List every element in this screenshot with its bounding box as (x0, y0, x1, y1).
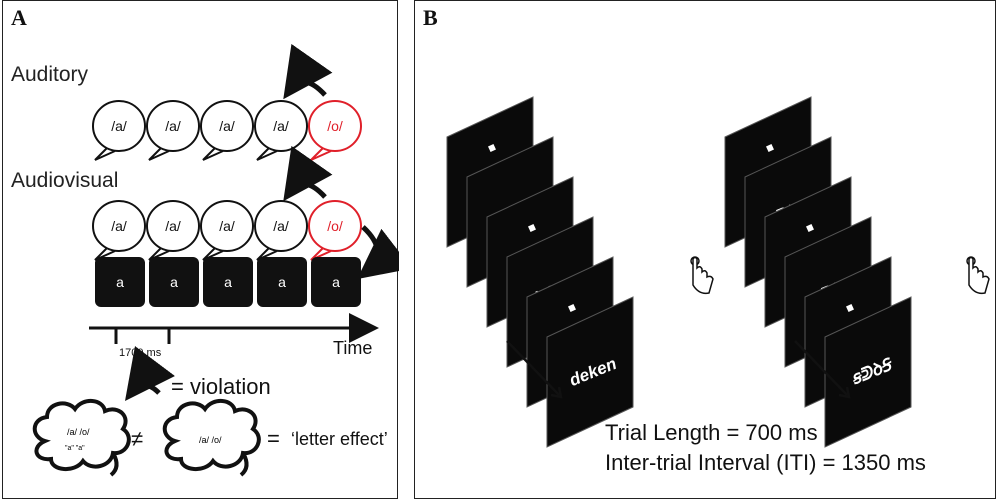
bubble-label: /a/ (219, 218, 235, 234)
brain-left-subtext: "a" "a" (65, 445, 85, 452)
brain-right-icon (162, 399, 261, 477)
bubble-label: /a/ (111, 118, 127, 134)
hand-pointer-icon (966, 256, 990, 295)
letter-box-label: a (116, 274, 124, 290)
speech-bubble: /a/ (92, 100, 146, 161)
bubble-label: /a/ (111, 218, 127, 234)
caption-trial-length: Trial Length = 700 ms (605, 420, 818, 445)
auditory-title: Auditory (11, 63, 89, 86)
letter-box: a (311, 257, 361, 307)
auditory-bubble-row: /a/ /a/ /a/ /a/ /o/ (92, 100, 362, 161)
speech-bubble: /a/ (254, 200, 308, 261)
speech-bubble: /a/ (200, 200, 254, 261)
speech-bubble: /a/ (254, 100, 308, 161)
hand-pointer-icon (690, 256, 714, 295)
panel-a-drawing: /a/ /a/ /a/ /a/ /o/ /a/ /a/ /a/ /a/ /o/ a a a a a (32, 43, 399, 477)
letter-box: a (95, 257, 145, 307)
left-trial-stack: vogeldekendeken (446, 96, 634, 448)
letter-box-label: a (224, 274, 232, 290)
bubble-label: /a/ (273, 118, 289, 134)
equals-sign: = (267, 426, 280, 451)
brain-left-text: /a/ /o/ (67, 427, 90, 437)
speech-bubble: /o/ (308, 200, 362, 261)
violation-legend-label: = violation (171, 374, 271, 399)
word-screen: deken (546, 296, 634, 448)
time-arrow-icon (506, 340, 560, 396)
bubble-label: /o/ (327, 118, 343, 134)
letter-box-label: a (278, 274, 286, 290)
letter-box: a (203, 257, 253, 307)
word-screen: ꞩᕲꝺꞨ (824, 296, 912, 448)
not-equal-sign: ≠ (131, 426, 144, 451)
speech-bubble: /a/ (92, 200, 146, 261)
caption-iti: Inter-trial Interval (ITI) = 1350 ms (605, 450, 926, 475)
audiovisual-title: Audiovisual (11, 169, 119, 192)
brain-left-icon (32, 399, 131, 477)
speech-bubble: /a/ (200, 100, 254, 161)
brain-right-text: /a/ /o/ (199, 435, 222, 445)
time-axis-label: Time (333, 338, 373, 358)
bubble-label: /a/ (219, 118, 235, 134)
panel-a: A Auditory Audiovisual /a/ /a/ /a/ /a/ /o/ /… (2, 0, 399, 499)
panel-b-drawing: vogeldekendeken ꞩᕲꝺꝺꞨꞩᕲꝺꞨꞩᕲꝺꞨ (446, 96, 990, 448)
panel-b-label: B (423, 5, 438, 30)
letter-box-label: a (170, 274, 178, 290)
interval-label: 1700 ms (119, 347, 162, 359)
letter-box: a (149, 257, 199, 307)
letter-box: a (257, 257, 307, 307)
panel-b: B vogeldekendeken ꞩᕲꝺꝺꞨꞩᕲꝺꞨꞩᕲꝺꞨ Trial Le… (414, 0, 996, 499)
panel-a-label: A (11, 5, 27, 30)
speech-bubble: /a/ (146, 100, 200, 161)
letter-effect-label: ‘letter effect’ (291, 429, 388, 449)
bubble-label: /a/ (165, 218, 181, 234)
bubble-label: /o/ (327, 218, 343, 234)
violation-arrow-icon (283, 43, 333, 100)
right-trial-stack: ꞩᕲꝺꝺꞨꞩᕲꝺꞨꞩᕲꝺꞨ (724, 96, 912, 448)
bubble-label: /a/ (165, 118, 181, 134)
speech-bubble: /o/ (308, 100, 362, 161)
violation-legend-icon (124, 346, 176, 401)
violation-arrow-icon (283, 145, 333, 202)
audiovisual-bubble-row: /a/ /a/ /a/ /a/ /o/ (92, 200, 362, 261)
letter-box-label: a (332, 274, 340, 290)
time-arrow-icon (794, 340, 848, 396)
bubble-label: /a/ (273, 218, 289, 234)
speech-bubble: /a/ (146, 200, 200, 261)
curved-arrow-icon (357, 225, 399, 280)
